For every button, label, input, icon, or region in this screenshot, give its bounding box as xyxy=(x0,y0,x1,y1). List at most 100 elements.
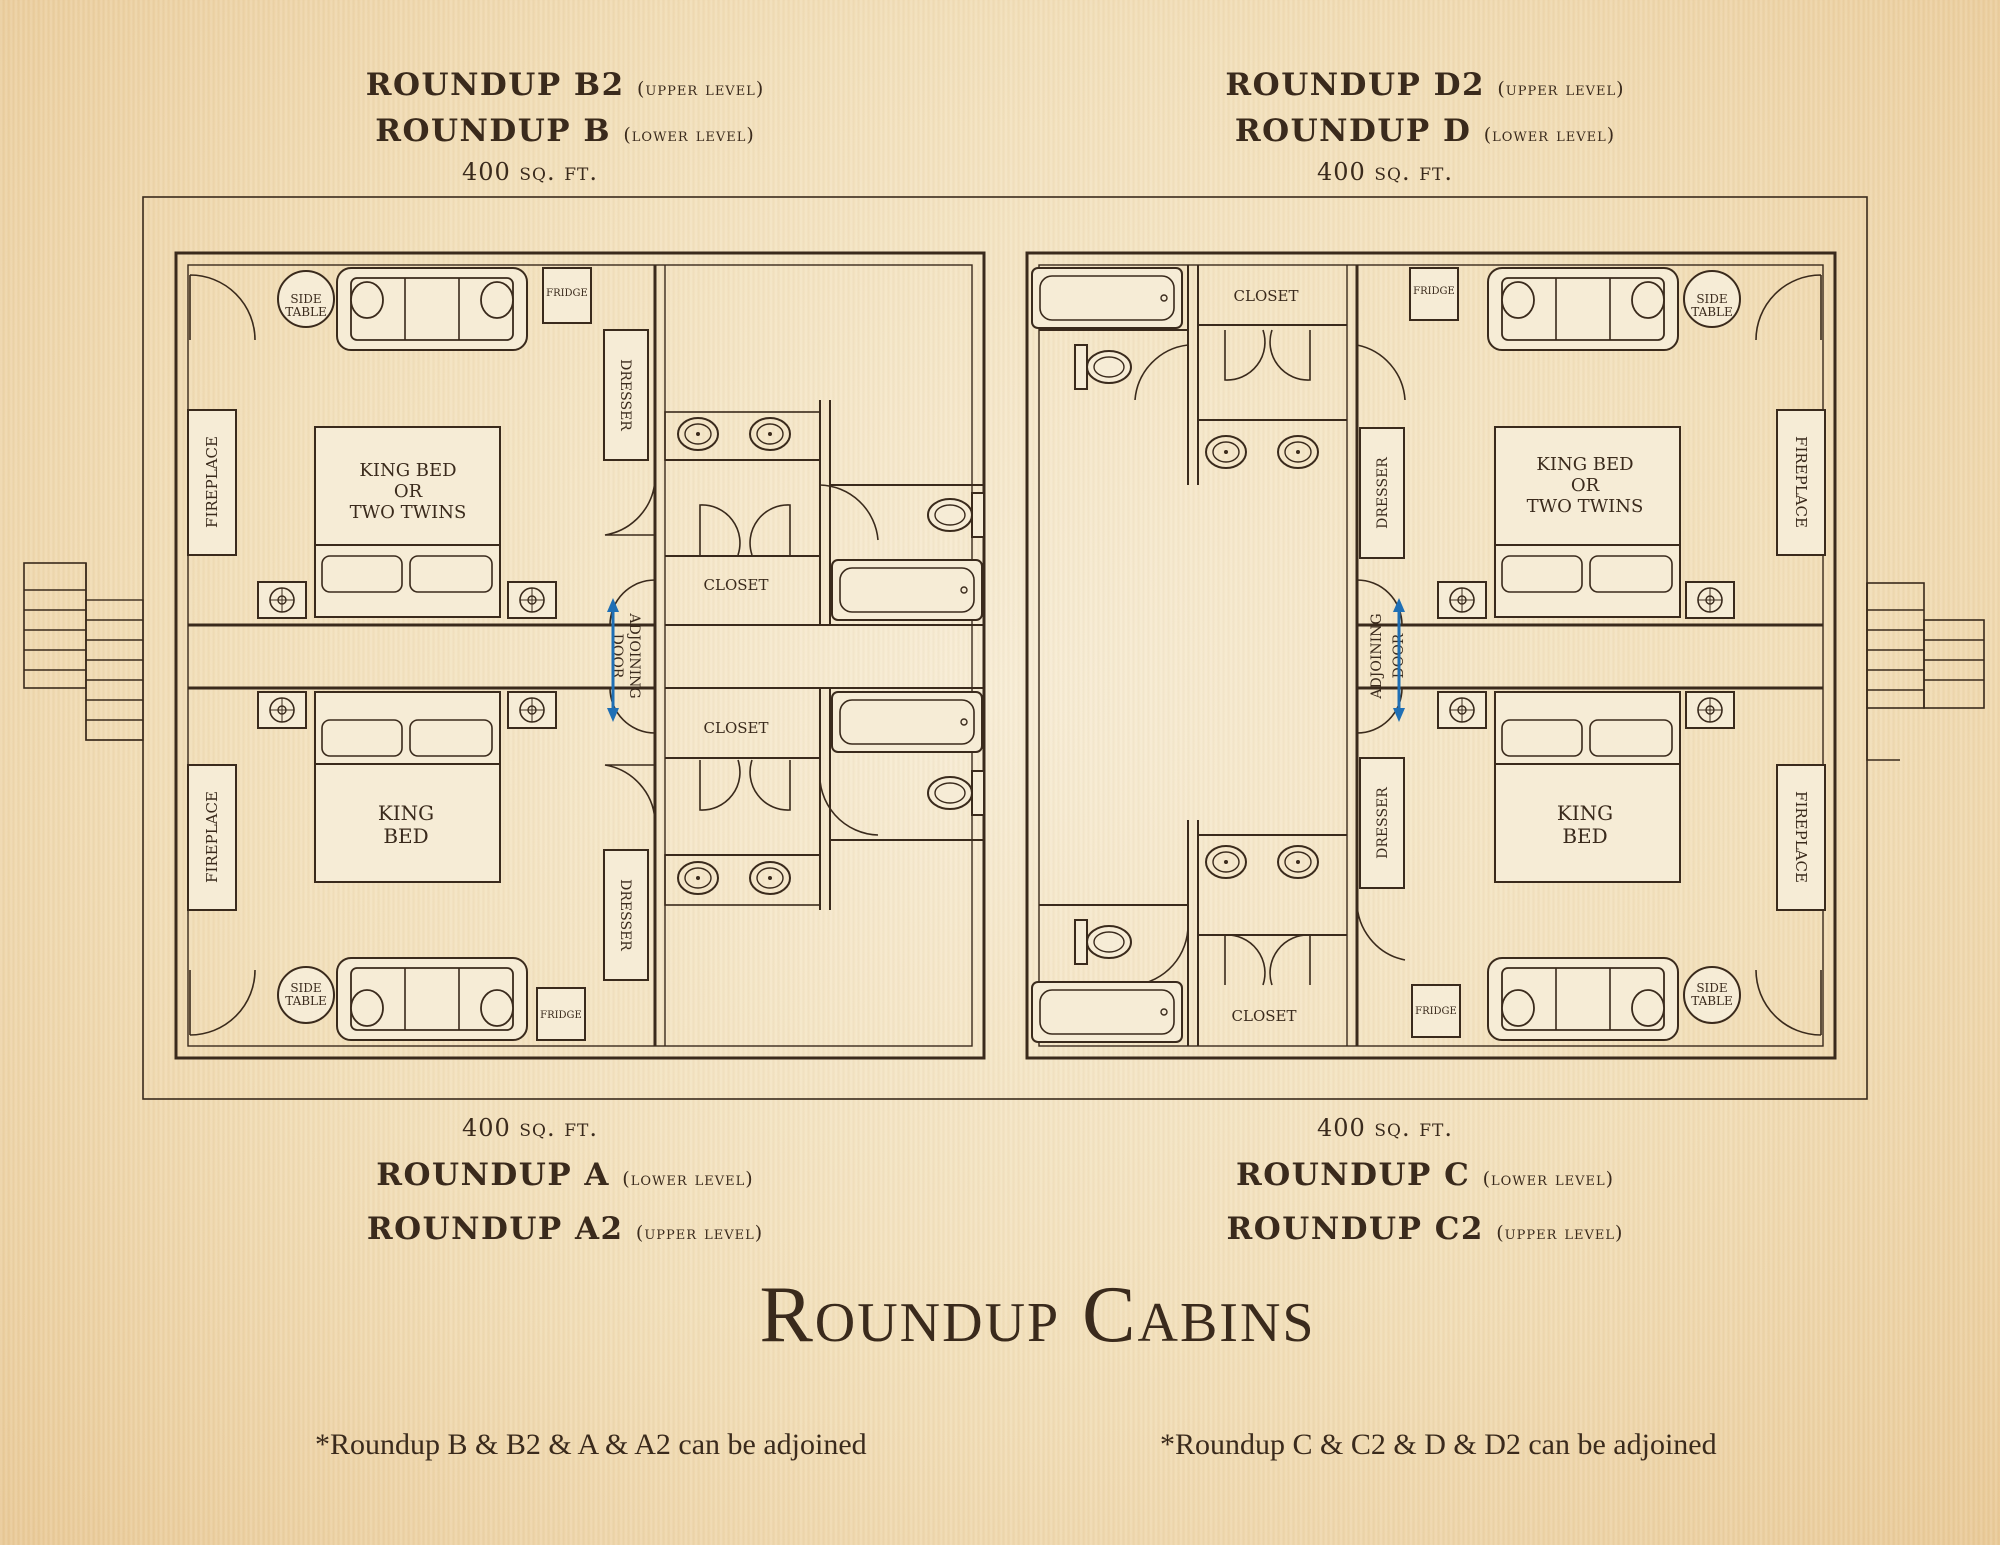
nightstand xyxy=(1437,691,1487,729)
closet-label: CLOSET xyxy=(1234,287,1299,305)
closet-label: CLOSET xyxy=(704,719,769,737)
sink xyxy=(1277,435,1319,469)
toilet xyxy=(927,492,985,538)
entry-doors xyxy=(189,274,1822,1036)
side-table-label: SIDE xyxy=(1696,292,1727,306)
pillow xyxy=(1589,555,1673,593)
unit-area: 400 sq. ft. xyxy=(1316,1114,1454,1142)
fireplace xyxy=(1776,409,1826,556)
dresser-label: DRESSER xyxy=(1375,457,1391,529)
bed-label: BED xyxy=(1562,824,1607,848)
adjoin-note-right: *Roundup C & C2 & D & D2 can be adjoined xyxy=(1160,1428,1717,1461)
bathtub xyxy=(831,559,983,621)
unit-name: ROUNDUP A2 xyxy=(366,1211,624,1247)
bed-label: OR xyxy=(394,481,423,502)
bed-label: TWO TWINS xyxy=(350,502,467,523)
unit-name: ROUNDUP D2 xyxy=(1225,67,1486,103)
unit-name: ROUNDUP C xyxy=(1235,1157,1471,1193)
bed-label: KING BED xyxy=(1536,454,1633,475)
dresser-label: DRESSER xyxy=(1375,787,1391,859)
side-table-label: SIDE xyxy=(1696,981,1727,995)
pillow xyxy=(1501,555,1583,593)
fireplace xyxy=(187,764,237,911)
fridge-label: FRIDGE xyxy=(540,1010,582,1021)
pillow xyxy=(1589,719,1673,757)
unit-level: (upper level) xyxy=(635,1222,764,1244)
dresser-label: DRESSER xyxy=(617,879,633,951)
sink xyxy=(1205,435,1247,469)
pillow xyxy=(1501,719,1583,757)
fireplace-label: FIREPLACE xyxy=(203,791,221,883)
side-table-label: SIDE xyxy=(290,981,321,995)
side-table-label: TABLE xyxy=(1691,994,1733,1008)
side-table xyxy=(1683,270,1741,328)
bathtub xyxy=(1031,981,1183,1043)
side-table xyxy=(1683,966,1741,1024)
adjoin-note-left: *Roundup B & B2 & A & A2 can be adjoined xyxy=(315,1428,867,1461)
fridge xyxy=(1409,267,1459,321)
unit-area: 400 sq. ft. xyxy=(1316,158,1454,186)
nightstand xyxy=(1685,581,1735,619)
sink xyxy=(1205,845,1247,879)
sink xyxy=(749,417,791,451)
room-roundup-c: KING BED DRESSER FIREPLACE FRIDGE SIDE T… xyxy=(1359,691,1826,1041)
fridge-label: FRIDGE xyxy=(546,288,588,299)
pillow xyxy=(409,719,493,757)
sofa xyxy=(336,267,528,351)
nightstand xyxy=(257,581,307,619)
sink xyxy=(677,861,719,895)
fridge xyxy=(536,987,586,1041)
fireplace xyxy=(1776,764,1826,911)
left-baths: CLOSET CLOSET xyxy=(664,411,985,906)
header-top-right: ROUNDUP D2 (upper level) ROUNDUP D (lowe… xyxy=(1185,64,1665,188)
unit-level: (upper level) xyxy=(1497,78,1625,100)
sofa xyxy=(336,957,528,1041)
unit-name: ROUNDUP B xyxy=(375,113,612,149)
adjoining-label: ADJOINING xyxy=(626,612,642,698)
sofa xyxy=(1487,957,1679,1041)
fireplace-label: FIREPLACE xyxy=(1792,791,1810,883)
fireplace xyxy=(187,409,237,556)
bed-label: OR xyxy=(1571,475,1600,496)
bed-label: KING BED xyxy=(359,460,456,481)
fireplace-label: FIREPLACE xyxy=(203,436,221,528)
adjoining-label: ADJOINING xyxy=(1369,613,1385,699)
side-table-label: TABLE xyxy=(285,994,327,1008)
closet-label: CLOSET xyxy=(1232,1007,1297,1025)
unit-level: (upper level) xyxy=(1496,1222,1624,1244)
unit-name: ROUNDUP D xyxy=(1234,113,1472,149)
unit-level: (lower level) xyxy=(1482,1168,1615,1190)
room-roundup-b: SIDE TABLE FRIDGE DRESSER FIREPLACE KING… xyxy=(187,267,649,619)
fridge-label: FRIDGE xyxy=(1415,1006,1457,1017)
unit-name: ROUNDUP A xyxy=(376,1157,610,1193)
sofa xyxy=(1487,267,1679,351)
room-roundup-d: FRIDGE SIDE TABLE DRESSER FIREPLACE KING… xyxy=(1359,267,1826,619)
sink xyxy=(1277,845,1319,879)
bathtub xyxy=(1031,267,1183,329)
pillow xyxy=(321,555,403,593)
header-bottom-right: 400 sq. ft. ROUNDUP C (lower level) ROUN… xyxy=(1185,1112,1665,1258)
side-table-label: TABLE xyxy=(1691,305,1733,319)
side-table xyxy=(277,966,335,1024)
adjoining-door-left: ADJOINING DOOR xyxy=(607,598,642,722)
nightstand xyxy=(507,581,557,619)
unit-level: (lower level) xyxy=(1483,124,1616,146)
unit-name: ROUNDUP C2 xyxy=(1226,1211,1484,1247)
dresser xyxy=(603,849,649,981)
unit-level: (upper level) xyxy=(637,78,765,100)
pillow xyxy=(321,719,403,757)
sink xyxy=(677,417,719,451)
closet-label: CLOSET xyxy=(704,576,769,594)
unit-area: 400 sq. ft. xyxy=(461,1114,599,1142)
toilet xyxy=(927,770,985,816)
side-table xyxy=(277,270,335,328)
fridge xyxy=(1411,984,1461,1038)
page-title: Roundup Cabins xyxy=(759,1271,1316,1359)
nightstand xyxy=(257,691,307,729)
fridge xyxy=(542,267,592,324)
unit-name: ROUNDUP B2 xyxy=(365,67,625,103)
bed-label: BED xyxy=(383,824,428,848)
unit-level: (lower level) xyxy=(622,1168,754,1190)
toilet xyxy=(1074,919,1132,965)
nightstand xyxy=(507,691,557,729)
